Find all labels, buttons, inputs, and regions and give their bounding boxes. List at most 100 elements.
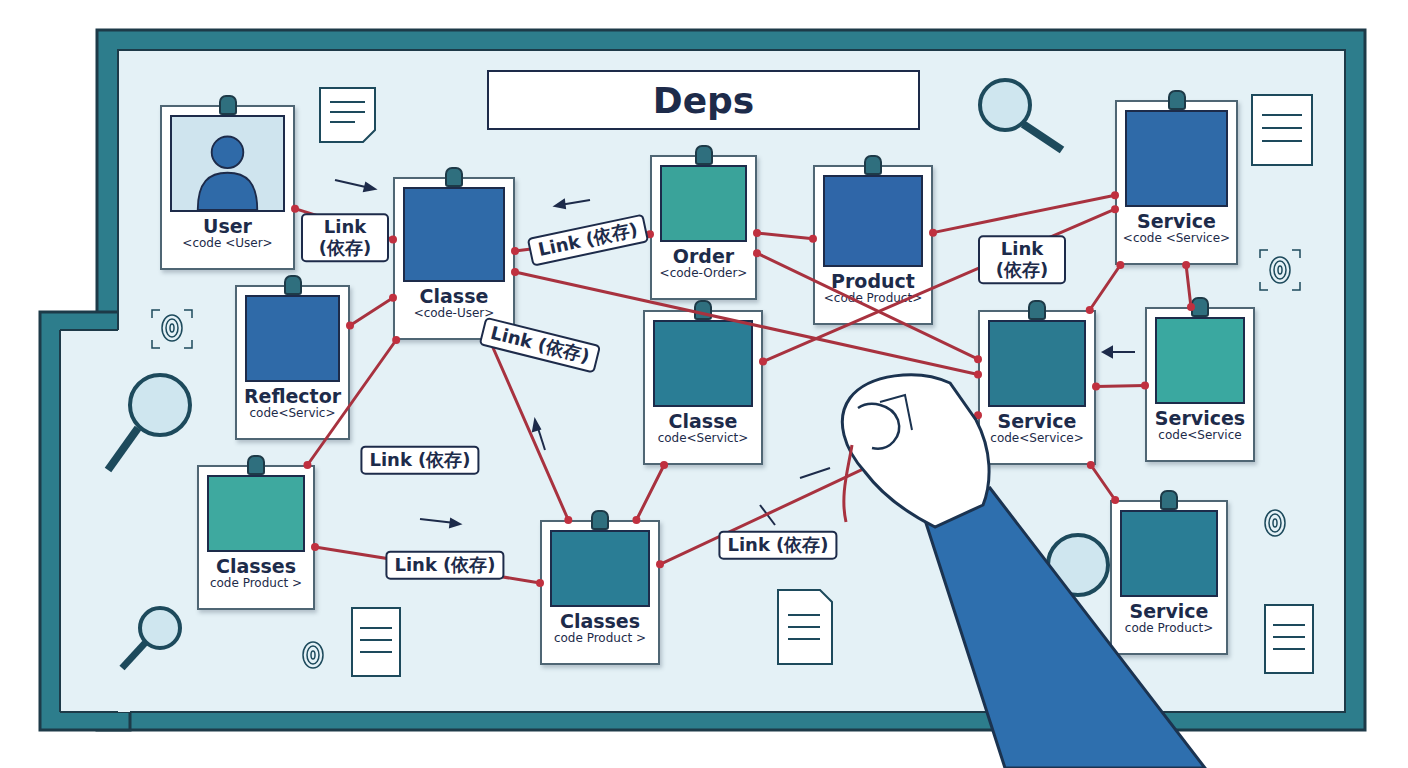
red-string [515,272,978,374]
photo-card: Product<code Product> [813,165,933,325]
card-name: Classes [560,611,640,632]
card-name: Classe [420,286,489,307]
photo-card: Classecode<Servict> [643,310,763,465]
photo-square [1155,317,1245,404]
photo-card: Servicecode Product> [1110,500,1228,655]
photo-square [653,320,753,407]
string-knot [1141,382,1149,390]
card-code: <code-User> [414,307,495,321]
red-string [636,465,664,520]
link-tag: Link (依存) [360,446,479,475]
photo-square [207,475,305,552]
card-code: code<Servict> [658,432,749,446]
string-knot [974,370,982,378]
card-name: User [203,216,252,237]
string-knot [753,249,761,257]
photo-square [660,165,747,242]
photo-square [170,115,285,212]
card-name: Classe [669,411,738,432]
red-string [757,253,978,359]
photo-card: Reflectorcode<Servic> [235,285,350,440]
push-pin [591,510,609,530]
link-tag: Link (依存) [385,551,504,580]
red-string [933,195,1115,232]
string-knot [511,247,519,255]
card-name: Services [1155,408,1245,429]
string-knot [974,411,982,419]
person-icon [172,117,283,210]
string-knot [291,205,299,213]
red-string [1091,465,1115,500]
link-tag: Link (依存) [301,213,389,262]
push-pin [247,455,265,475]
string-knot [656,560,664,568]
red-string [660,415,978,564]
photo-card: Servicecode<Service> [978,310,1096,465]
red-string [490,340,569,520]
photo-card: Classescode Product > [540,520,660,665]
push-pin [1191,297,1209,317]
photo-card: Classescode Product > [197,465,315,610]
card-name: Reflector [244,386,341,407]
string-knot [1092,382,1100,390]
string-knot [389,235,397,243]
string-knot [974,355,982,363]
card-code: <code Product> [824,292,922,306]
string-knot [486,336,494,344]
push-pin [864,155,882,175]
red-string [1186,265,1191,307]
card-code: code<Servic> [249,407,335,421]
red-string [757,233,813,239]
photo-card: User<code <User> [160,105,295,270]
card-code: code<Service> [990,432,1083,446]
string-knot [929,229,937,237]
photo-square [1125,110,1228,207]
board-title: Deps [487,70,920,130]
string-knot [753,229,761,237]
photo-square [245,295,340,382]
red-string [515,234,650,251]
string-knot [1187,303,1195,311]
photo-card: Classe<code-User> [393,177,515,340]
string-knot [1182,261,1190,269]
card-code: <code <User> [182,237,272,251]
string-knot [1111,496,1119,504]
photo-card: Order<code-Order> [650,155,757,300]
card-code: <code-Order> [660,267,748,281]
string-knot [1111,191,1119,199]
string-knot [1087,461,1095,469]
card-name: Classes [216,556,296,577]
red-string [350,298,393,326]
string-knot [564,516,572,524]
red-string [315,547,540,583]
string-knot [1111,205,1119,213]
link-tag: Link (依存) [718,531,837,560]
push-pin [284,275,302,295]
string-knot [1086,306,1094,314]
red-string [295,209,393,240]
string-knot [511,268,519,276]
push-pin [219,95,237,115]
card-code: code<Service [1158,429,1241,443]
photo-card: Servicescode<Service [1145,307,1255,462]
photo-square [1120,510,1218,597]
push-pin [695,145,713,165]
photo-square [823,175,923,267]
photo-square [550,530,650,607]
card-name: Product [831,271,915,292]
card-name: Order [673,246,734,267]
card-name: Service [998,411,1077,432]
string-knot [392,336,400,344]
string-knot [809,235,817,243]
string-knot [303,461,311,469]
link-tag: Link (依存) [527,214,650,267]
push-pin [1160,490,1178,510]
push-pin [1168,90,1186,110]
photo-square [988,320,1086,407]
string-knot [536,579,544,587]
push-pin [694,300,712,320]
photo-square [403,187,505,282]
card-code: code Product> [1125,622,1213,636]
push-pin [1028,300,1046,320]
red-string [307,340,396,465]
